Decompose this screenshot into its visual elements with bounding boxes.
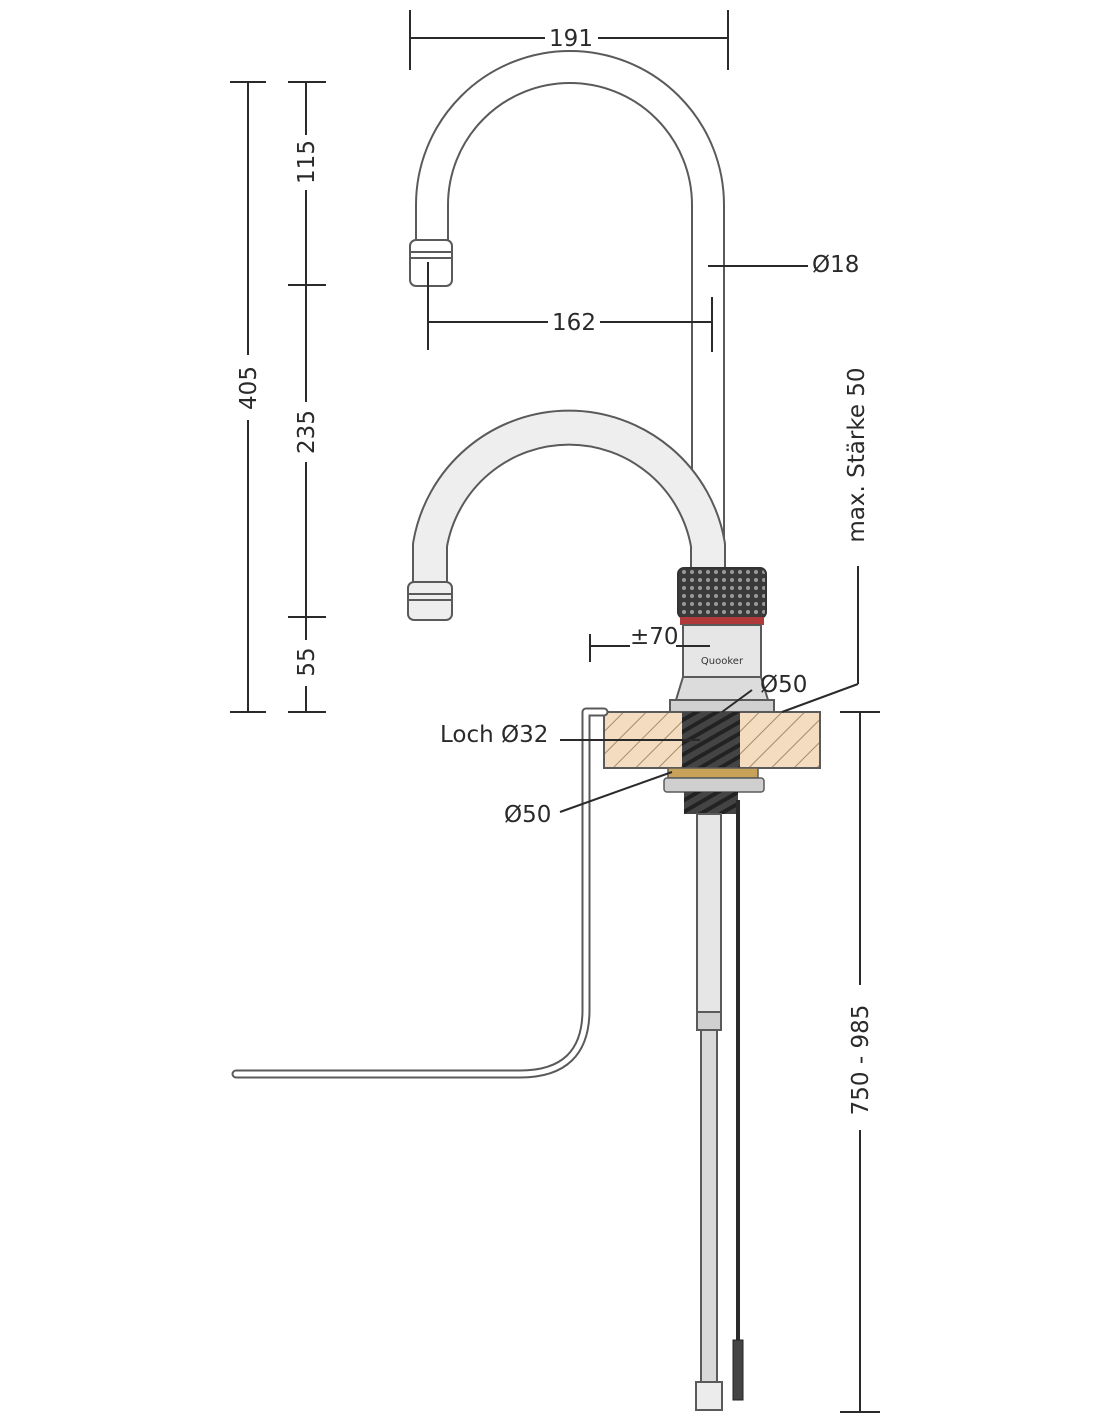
dimension-tube-diameter: Ø18 (708, 252, 859, 278)
hose-connector (695, 1381, 723, 1411)
dimension-191: 191 (409, 10, 729, 70)
thickness-label: max. Stärke 50 (844, 367, 870, 542)
knurled-handle (677, 567, 767, 619)
supply-tube (233, 709, 607, 1077)
hose-pipe (700, 1029, 718, 1383)
bottom-diameter-label: Ø50 (504, 802, 551, 828)
label-top-diameter: Ø50 (721, 672, 807, 713)
label-hole: Loch Ø32 (440, 722, 700, 748)
top-diameter-label: Ø50 (760, 672, 807, 698)
dimension-405-label: 405 (236, 366, 262, 410)
dimension-below-counter: 750 - 985 (840, 711, 880, 1413)
dimension-191-label: 191 (549, 26, 593, 52)
washer (667, 767, 759, 779)
tap-body: Quooker (669, 567, 775, 713)
dimension-405: 405 (230, 81, 266, 713)
dimension-rotation: ±70 (589, 624, 710, 662)
dimension-sections: 115 235 55 (288, 81, 326, 713)
threaded-shank-lower (684, 792, 738, 814)
accent-ring (680, 617, 764, 625)
fixing-nut (663, 777, 765, 793)
dimension-235-label: 235 (294, 410, 320, 454)
tube-diameter-label: Ø18 (812, 252, 859, 278)
dimension-115-label: 115 (294, 140, 320, 184)
under-counter-pipes (231, 707, 744, 1411)
low-spout (407, 409, 726, 621)
label-bottom-diameter: Ø50 (504, 771, 673, 828)
hole-label: Loch Ø32 (440, 722, 548, 748)
below-counter-label: 750 - 985 (848, 1005, 874, 1116)
dimension-55-label: 55 (294, 647, 320, 676)
countertop (603, 711, 821, 814)
tap-base-rosette (669, 699, 775, 713)
dimension-162: 162 (427, 262, 713, 352)
tap-base-flare (674, 676, 770, 701)
brand-logo-text: Quooker (701, 656, 744, 667)
high-spout-nozzle (409, 239, 453, 287)
tap-column (682, 624, 762, 678)
dimension-thickness: max. Stärke 50 (781, 367, 870, 713)
rotation-label: ±70 (630, 624, 679, 650)
cable-plug (732, 1339, 744, 1401)
main-pipe (696, 813, 722, 1031)
high-spout-outline (409, 50, 725, 597)
dimension-162-label: 162 (552, 310, 596, 336)
